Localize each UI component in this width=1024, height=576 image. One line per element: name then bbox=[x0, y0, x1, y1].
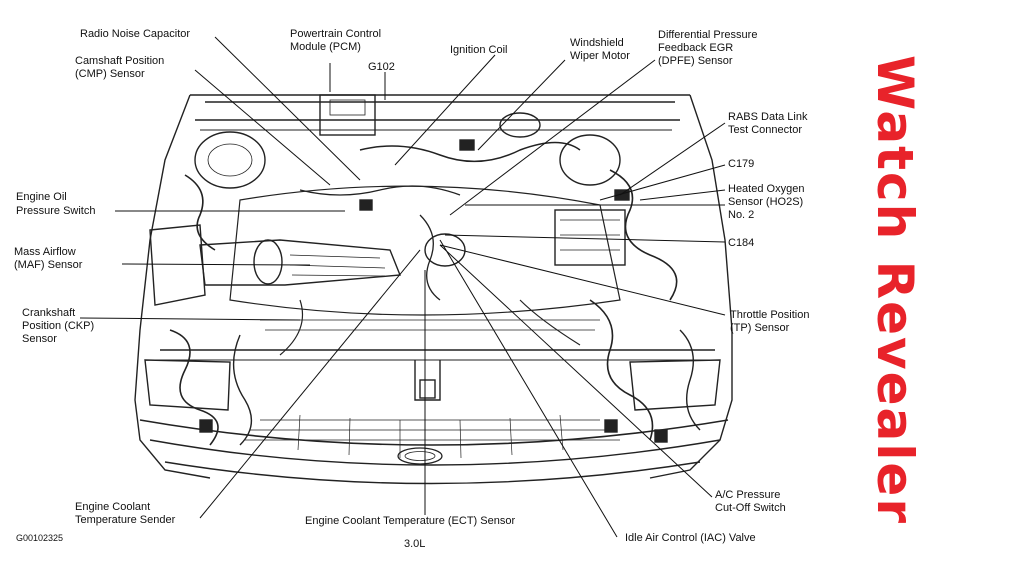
label-g102: G102 bbox=[368, 61, 395, 73]
leader-lines bbox=[79, 36, 726, 538]
label-ignition-coil: Ignition Coil bbox=[450, 44, 507, 56]
label-ckp-line1: Crankshaft bbox=[22, 307, 75, 319]
label-ho2s-line1: Heated Oxygen bbox=[728, 183, 804, 195]
figure-code: G00102325 bbox=[16, 533, 63, 543]
engine-diagram: Radio Noise Capacitor Camshaft Position … bbox=[14, 28, 809, 550]
label-engine-size: 3.0L bbox=[404, 538, 425, 550]
label-rabs-line1: RABS Data Link bbox=[728, 111, 808, 123]
label-pcm-line2: Module (PCM) bbox=[290, 41, 361, 53]
label-maf-line2: (MAF) Sensor bbox=[14, 259, 83, 271]
label-ac-line1: A/C Pressure bbox=[715, 489, 780, 501]
label-maf-line1: Mass Airflow bbox=[14, 246, 76, 258]
watermark: Watch Revealer bbox=[855, 40, 935, 540]
label-ect-sender-line1: Engine Coolant bbox=[75, 501, 150, 513]
label-oil-line2: Pressure Switch bbox=[16, 205, 95, 217]
callout-labels: Radio Noise Capacitor Camshaft Position … bbox=[14, 28, 809, 550]
label-dpfe-line1: Differential Pressure bbox=[658, 29, 757, 41]
label-camshaft-line1: Camshaft Position bbox=[75, 55, 164, 67]
label-iac-valve: Idle Air Control (IAC) Valve bbox=[625, 532, 756, 544]
label-wiper-line1: Windshield bbox=[570, 37, 624, 49]
label-ect-sensor: Engine Coolant Temperature (ECT) Sensor bbox=[305, 515, 515, 527]
label-tp-line2: (TP) Sensor bbox=[730, 322, 790, 334]
watermark-text: Watch Revealer bbox=[866, 54, 924, 526]
label-ho2s-line2: Sensor (HO2S) bbox=[728, 196, 803, 208]
label-ac-line2: Cut-Off Switch bbox=[715, 502, 786, 514]
label-rabs-line2: Test Connector bbox=[728, 124, 802, 136]
label-ckp-line3: Sensor bbox=[22, 333, 57, 345]
engine-bay-drawing bbox=[134, 94, 733, 485]
label-oil-line1: Engine Oil bbox=[16, 191, 67, 203]
label-ect-sender-line2: Temperature Sender bbox=[75, 514, 176, 526]
label-c184: C184 bbox=[728, 237, 754, 249]
label-wiper-line2: Wiper Motor bbox=[570, 50, 630, 62]
label-camshaft-line2: (CMP) Sensor bbox=[75, 68, 145, 80]
label-c179: C179 bbox=[728, 158, 754, 170]
label-tp-line1: Throttle Position bbox=[730, 309, 809, 321]
label-pcm-line1: Powertrain Control bbox=[290, 28, 381, 40]
label-dpfe-line2: Feedback EGR bbox=[658, 42, 733, 54]
label-ckp-line2: Position (CKP) bbox=[22, 320, 94, 332]
label-radio-noise-capacitor: Radio Noise Capacitor bbox=[80, 28, 190, 40]
label-dpfe-line3: (DPFE) Sensor bbox=[658, 55, 733, 67]
label-ho2s-line3: No. 2 bbox=[728, 209, 754, 221]
